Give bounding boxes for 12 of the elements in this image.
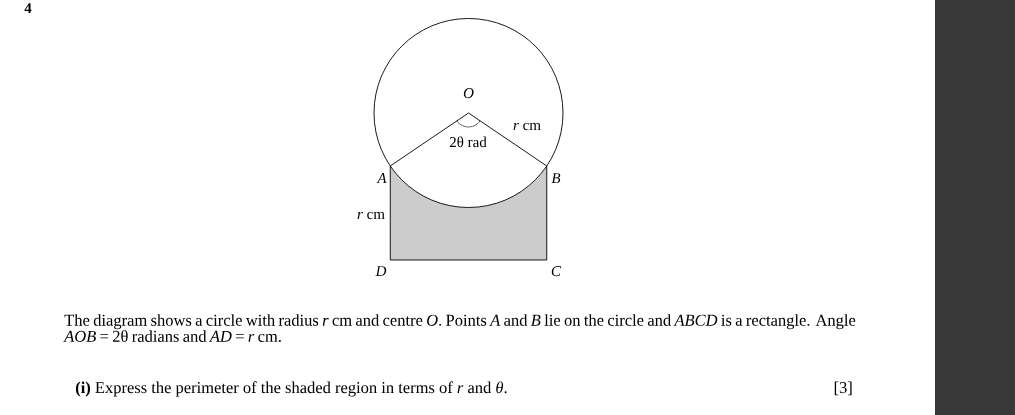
mark-allocation: [3] bbox=[834, 381, 852, 396]
question-part: (i) Express the perimeter of the shaded region in terms of r and θ. bbox=[75, 381, 507, 397]
question-number: 4 bbox=[24, 3, 32, 14]
point-label: A bbox=[376, 173, 387, 183]
length-label: r cm bbox=[513, 122, 541, 131]
length-label: r cm bbox=[357, 211, 385, 220]
angle-label: 2θ rad bbox=[449, 136, 487, 148]
point-label: O bbox=[463, 88, 474, 99]
question-text: The diagram shows a circle with radius r cm and centre O. Points A and B lie on the circle andABCD is a rectangle. Angle AOB = 2θ radians andAD = r cm. bbox=[63, 314, 856, 342]
point-label: B bbox=[551, 173, 561, 184]
point-label: C bbox=[551, 266, 562, 277]
point-label: D bbox=[375, 266, 387, 276]
